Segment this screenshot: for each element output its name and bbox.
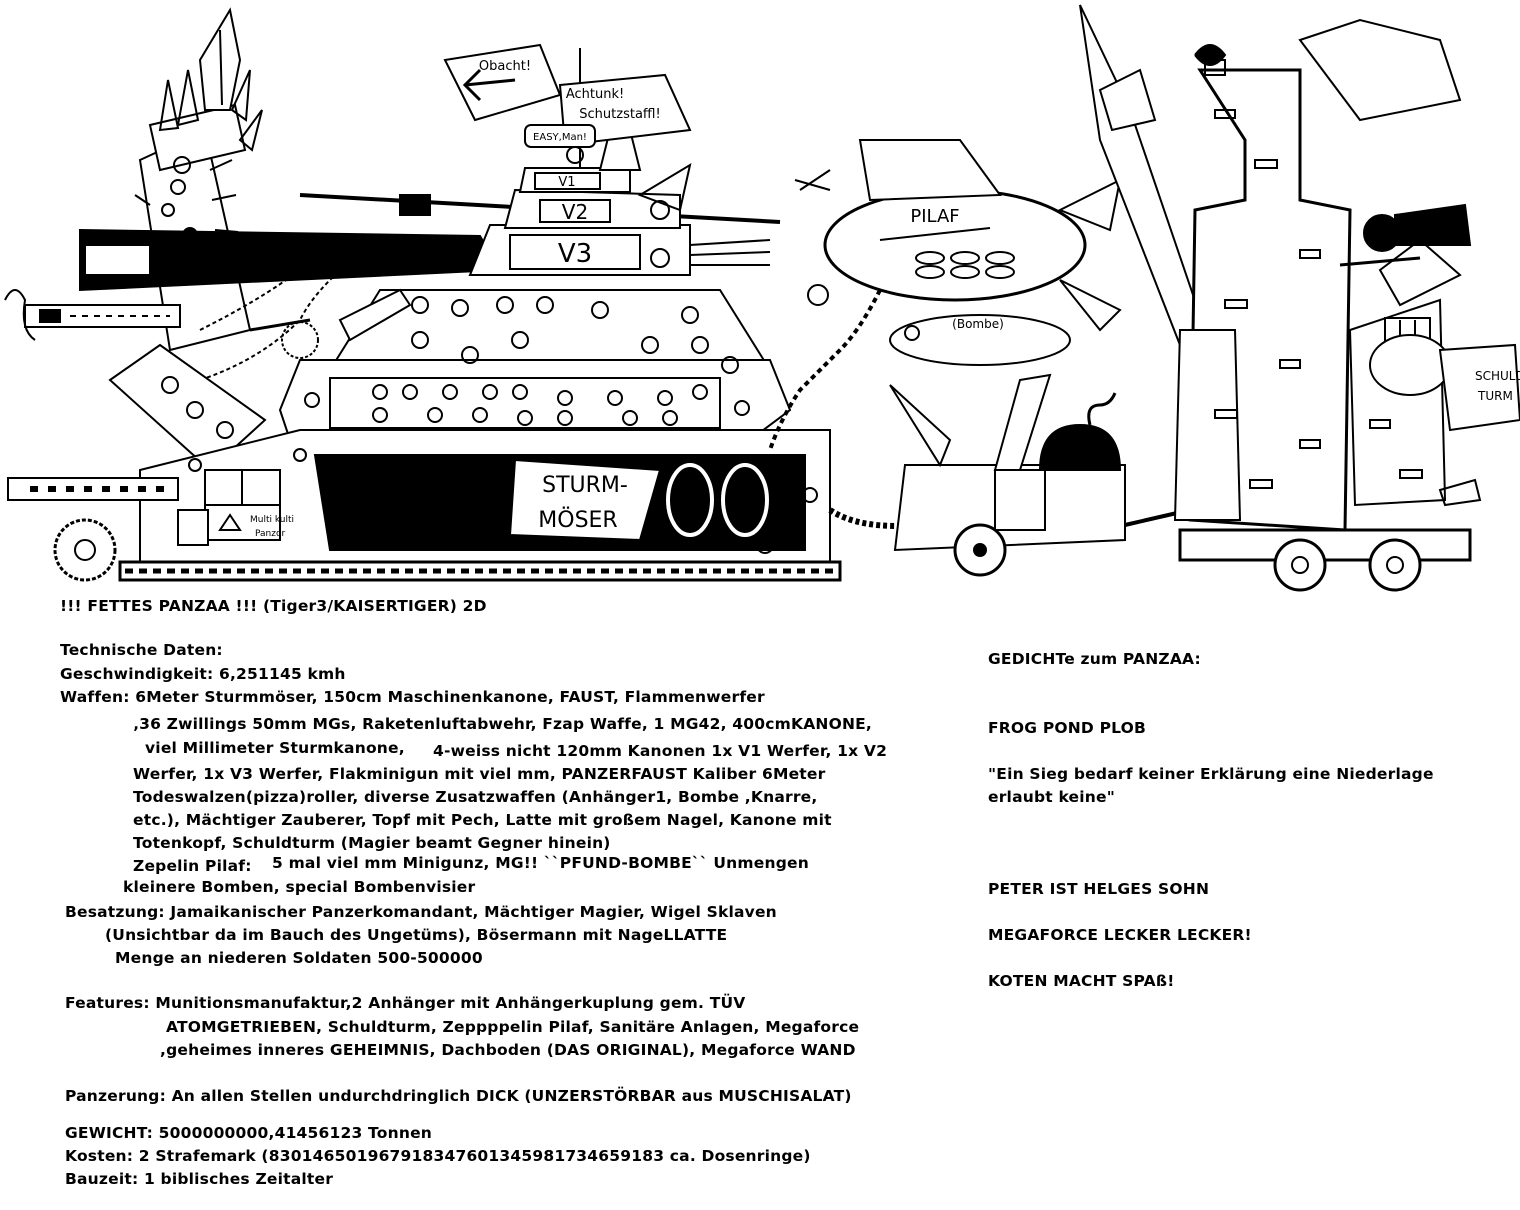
features-line: ,geheimes inneres GEHEIMNIS, Dachboden (… xyxy=(160,1041,856,1059)
bombe-text: (Bombe) xyxy=(952,317,1004,331)
weapons-line: Waffen: 6Meter Sturmmöser, 150cm Maschin… xyxy=(60,688,765,706)
features-line: Features: Munitionsmanufaktur,2 Anhänger… xyxy=(65,994,746,1012)
weapons-line: kleinere Bomben, special Bombenvisier xyxy=(123,878,476,896)
poem-quote: "Ein Sieg bedarf keiner Erklärung eine N… xyxy=(988,765,1434,783)
bomb-blimp: (Bombe) xyxy=(889,314,1071,366)
spire xyxy=(1079,4,1207,347)
weapons-line: viel Millimeter Sturmkanone, xyxy=(145,739,405,757)
pilaf-text: PILAF xyxy=(910,206,959,227)
lower-hull: STURM- MÖSER Multi kulti Panzor xyxy=(139,429,831,571)
achtung-text-2: Schutzstaffl! xyxy=(579,107,660,122)
upper-hull xyxy=(249,288,792,441)
achtung-text-1: Achtunk! xyxy=(566,87,624,102)
weapons-line: Zepelin Pilaf: xyxy=(133,857,252,875)
weight-line: GEWICHT: 5000000000,41456123 Tonnen xyxy=(65,1124,433,1142)
poem-line: MEGAFORCE LECKER LECKER! xyxy=(988,926,1252,944)
weapons-line: Totenkopf, Schuldturm (Magier beamt Gegn… xyxy=(133,834,611,852)
crew-line: (Unsichtbar da im Bauch des Ungetüms), B… xyxy=(105,926,728,944)
features-line: ATOMGETRIEBEN, Schuldturm, Zeppppelin Pi… xyxy=(166,1018,860,1036)
weapons-line: ‚36 Zwillings 50mm MGs, Raketenluftabweh… xyxy=(133,715,872,733)
hose xyxy=(199,237,383,381)
easy-text: EASY,Man! xyxy=(533,132,587,143)
v3-plate xyxy=(509,234,641,270)
weapons-line: Werfer, 1x V3 Werfer, Flakminigun mit vi… xyxy=(133,765,826,783)
tank-drawing: V3 V2 V1 Obacht! Achtunk! Schutzstaffl! … xyxy=(4,4,1520,592)
schuldturm-text-2: TURM xyxy=(1477,389,1513,403)
trailer-one xyxy=(889,373,1191,577)
poem-line: PETER IST HELGES SOHN xyxy=(988,880,1210,898)
poem-heading: GEDICHTe zum PANZAA: xyxy=(988,650,1201,668)
spec-speed: Geschwindigkeit: 6,251145 kmh xyxy=(60,665,346,683)
spec-heading: Technische Daten: xyxy=(60,641,223,659)
multikulti-text-1: Multi kulti xyxy=(250,515,294,525)
easy-sign: EASY,Man! xyxy=(524,124,596,164)
weapons-line: etc.), Mächtiger Zauberer, Topf mit Pech… xyxy=(133,811,832,829)
v1-label: V1 xyxy=(558,175,575,190)
schuldturm-text-1: SCHULD xyxy=(1475,369,1520,383)
v2-label: V2 xyxy=(562,200,588,224)
poem-line: KOTEN MACHT SPAß! xyxy=(988,972,1175,990)
poem-title: FROG POND PLOB xyxy=(988,719,1147,737)
track xyxy=(118,560,842,582)
multikulti-text-2: Panzor xyxy=(255,529,285,539)
crew-line: Besatzung: Jamaikanischer Panzerkomandan… xyxy=(65,903,777,921)
front-gun xyxy=(7,477,179,582)
chain xyxy=(768,289,882,451)
obacht-text: Obacht! xyxy=(479,59,531,74)
castle: SCHULD TURM xyxy=(1173,18,1520,592)
obacht-sign: Obacht! xyxy=(443,43,562,122)
cost-line: Kosten: 2 Strafemark (830146501967918347… xyxy=(65,1147,811,1165)
poem-quote: erlaubt keine" xyxy=(988,788,1116,806)
sturm-text-2: MÖSER xyxy=(538,507,617,533)
left-gun xyxy=(4,289,181,341)
weapons-line: Todeswalzen(pizza)roller, diverse Zusatz… xyxy=(133,788,818,806)
zeppelin-pilaf: PILAF xyxy=(794,139,1122,332)
weapons-line: 5 mal viel mm Minigunz, MG!! ``PFUND-BOM… xyxy=(272,854,809,872)
spec-title: !!! FETTES PANZAA !!! (Tiger3/KAISERTIGE… xyxy=(60,597,487,615)
armor-line: Panzerung: An allen Stellen undurchdring… xyxy=(65,1087,852,1105)
hull-rivets xyxy=(304,296,750,426)
spiked-tower xyxy=(129,7,263,352)
turret-stack: V3 V2 V1 xyxy=(468,48,771,276)
v3-label: V3 xyxy=(558,239,592,269)
sturm-text-1: STURM- xyxy=(542,473,628,498)
buildtime-line: Bauzeit: 1 biblisches Zeitalter xyxy=(65,1170,334,1188)
weapons-line: 4-weiss nicht 120mm Kanonen 1x V1 Werfer… xyxy=(433,742,888,760)
crew-line: Menge an niederen Soldaten 500-500000 xyxy=(115,949,483,967)
